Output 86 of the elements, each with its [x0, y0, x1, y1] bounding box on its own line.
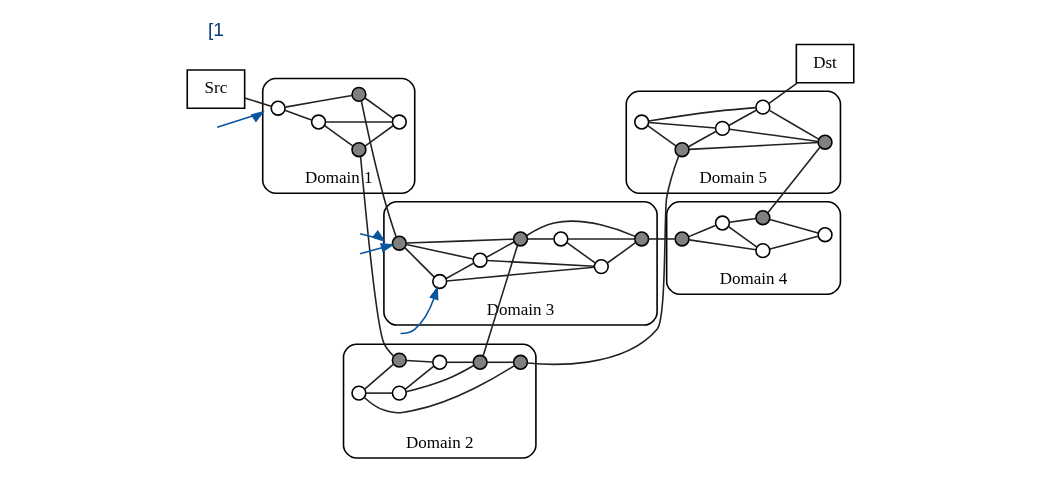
cluster: Domain 4: [665, 200, 842, 296]
connector: [365, 392, 393, 394]
arrow: [359, 229, 386, 243]
connector: [284, 94, 353, 108]
connector: [728, 217, 757, 223]
node-circle: [817, 227, 833, 243]
connector: [769, 235, 819, 250]
arrow: [359, 243, 395, 255]
node-circle: [755, 210, 771, 226]
node-circle: [351, 86, 367, 103]
node-circle: [310, 114, 327, 130]
node-circle: [674, 141, 690, 158]
arrow: [216, 110, 265, 129]
connector: [526, 220, 636, 238]
cluster: Domain 1: [261, 77, 416, 195]
connector: [768, 109, 820, 140]
connector: [767, 146, 821, 214]
node-circle: [553, 231, 569, 247]
connector: [485, 241, 515, 259]
node-box: Dst: [795, 43, 855, 84]
connector: [405, 238, 515, 244]
connector: [688, 239, 757, 251]
connector: [526, 154, 680, 366]
connector: [769, 218, 819, 234]
connector: [404, 365, 435, 390]
connector: [445, 361, 474, 364]
connector: [364, 124, 394, 147]
connector: [566, 241, 596, 264]
node-circle: [391, 352, 408, 368]
node-circle: [391, 385, 408, 401]
node-circle: [755, 99, 771, 115]
connector: [486, 361, 514, 364]
connector: [364, 97, 394, 120]
connector: [445, 262, 475, 280]
connector: [363, 365, 515, 414]
connector: [687, 130, 717, 148]
connector: [647, 238, 676, 240]
node-circle: [270, 100, 286, 116]
node-circle: [351, 385, 367, 401]
connector: [403, 246, 436, 278]
node-circle: [472, 252, 488, 268]
connector: [646, 124, 677, 147]
connector: [526, 238, 555, 240]
node-circle: [391, 114, 408, 130]
cluster: Domain 5: [625, 90, 842, 195]
connector: [768, 82, 799, 105]
node-circle: [391, 235, 408, 251]
node-circle: [714, 120, 731, 137]
connector: [405, 243, 474, 260]
connector: [648, 121, 717, 129]
node-box: Src: [186, 69, 246, 109]
connector: [324, 121, 394, 123]
connector: [363, 363, 395, 390]
connector: [486, 259, 596, 268]
node-circle: [633, 231, 650, 247]
connector: [360, 100, 397, 238]
connector: [405, 364, 475, 393]
connector: [606, 241, 637, 264]
connector: [727, 225, 758, 248]
node-circle: [817, 134, 833, 150]
connector: [445, 266, 595, 282]
connector: [323, 124, 354, 147]
node-circle: [714, 215, 731, 231]
node-circle: [755, 242, 771, 259]
label: [1: [207, 19, 224, 41]
connector: [567, 238, 636, 240]
connector: [688, 141, 819, 151]
node-circle: [593, 258, 609, 275]
node-circle: [472, 354, 488, 370]
node-circle: [512, 231, 529, 247]
connector: [728, 128, 819, 143]
node-circle: [674, 231, 690, 247]
node-circle: [432, 354, 448, 370]
cluster: Domain 2: [342, 343, 537, 459]
node-circle: [512, 354, 529, 370]
node-circle: [633, 114, 650, 130]
connector: [244, 97, 272, 108]
connector: [688, 224, 717, 238]
connector: [405, 359, 434, 363]
node-circle: [351, 141, 367, 158]
connector: [359, 155, 395, 357]
connector: [284, 109, 313, 121]
connector: [728, 109, 758, 127]
connector: [647, 106, 757, 122]
arrow: [399, 285, 439, 335]
node-circle: [432, 273, 448, 290]
